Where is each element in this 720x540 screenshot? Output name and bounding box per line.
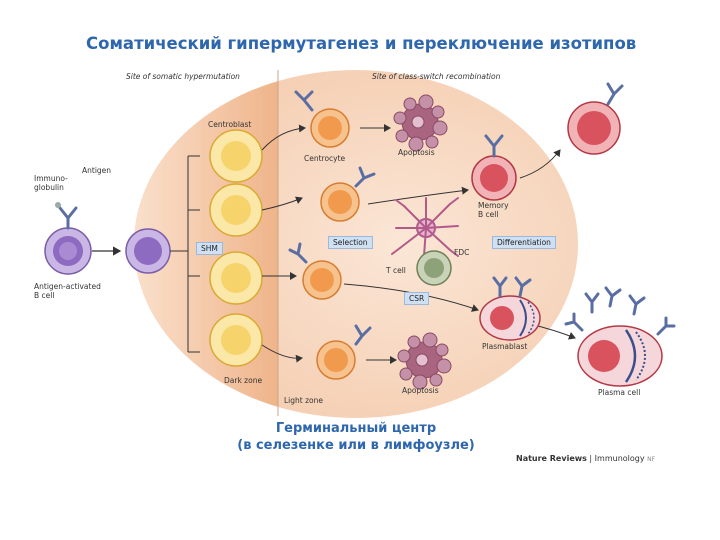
apoptotic-cell [397,332,452,390]
journal-credit: Nature Reviews | Immunology NF [516,454,656,463]
memory-b-cell-label-line1: Memory [478,201,509,210]
t-cell-label: T cell [386,266,406,275]
plasmablast [479,295,541,341]
apoptosis-bottom-label: Apoptosis [402,386,439,395]
antigen-activated-b-cell [44,227,92,275]
t-cell [416,250,452,286]
memory-b-cell [471,155,517,201]
centroblast [209,313,263,367]
apoptosis-top-label: Apoptosis [398,148,435,157]
centrocyte [316,340,356,380]
maturation-arrows [261,124,306,363]
secreted-antibodies [564,286,676,336]
plasma-cell [577,325,663,387]
caption-line1: Герминальный центр [275,421,437,436]
csr-box: CSR [404,292,430,305]
centrocyte [310,108,350,148]
antigen-bound-antibody [55,202,78,230]
antigen-label: Antigen [82,166,112,175]
centrocyte [320,182,360,222]
centroblast-label: Centroblast [208,120,252,129]
centrocyte [302,260,342,300]
light-zone-label: Light zone [284,396,323,405]
hypermutation-site-label: Site of somatic hypermutation [126,72,240,81]
plasmablast-label: Plasmablast [482,342,528,351]
activated-b-cell-label-line2: B cell [34,291,55,300]
immunoglobulin-label-line1: Immuno- [34,174,68,183]
immunoglobulin-label-line2: globulin [34,183,64,192]
memory-b-cell-outside [567,101,621,155]
plasmablast-antibodies [492,276,532,298]
centroblast [209,251,263,305]
dark-zone-b-cell [125,228,171,274]
selection-box: Selection [328,236,373,249]
journal-name: Nature Reviews [516,454,587,463]
caption-line2: (в селезенке или в лимфоузле) [237,438,475,453]
surface-antibodies [288,90,376,346]
centrocyte-label: Centrocyte [304,154,346,163]
centroblast [209,129,263,183]
follicular-dendritic-cell [391,197,459,257]
apoptotic-cell [393,94,448,152]
shm-box: SHM [196,242,223,255]
memory-antibodies [484,82,624,158]
centroblast [209,183,263,237]
page-title: Соматический гипермутагенез и переключен… [86,34,637,53]
journal-section: Immunology [594,454,645,463]
proliferation-branches [170,155,200,353]
memory-b-cell-label-line2: B cell [478,210,499,219]
activated-b-cell-label-line1: Antigen-activated [34,282,101,291]
class-switch-site-label: Site of class-switch recombination [372,72,501,81]
plasma-cell-label: Plasma cell [598,388,641,397]
differentiation-box: Differentiation [492,236,556,249]
credit-mark: NF [647,456,656,463]
fdc-label: FDC [454,248,470,257]
dark-zone-label: Dark zone [224,376,263,385]
